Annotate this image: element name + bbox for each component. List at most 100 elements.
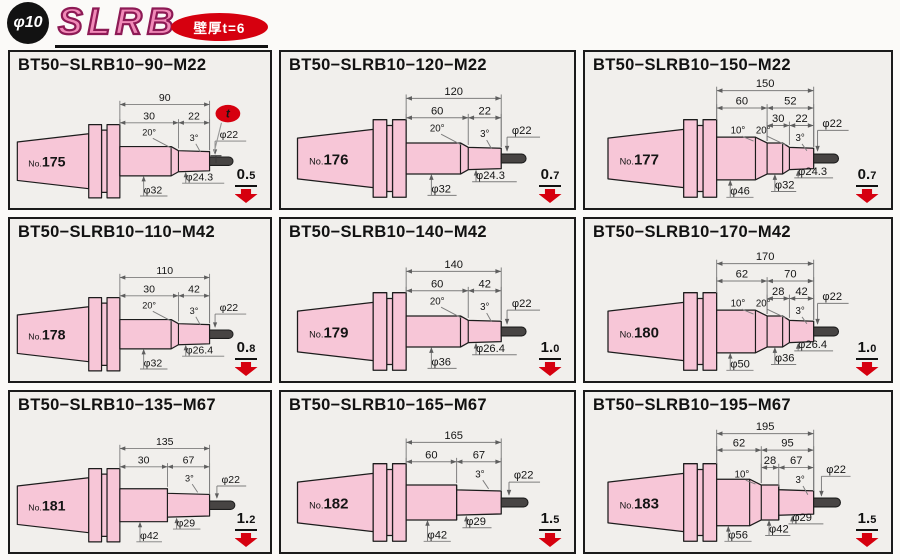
svg-text:φ22: φ22 [822, 118, 842, 130]
svg-text:22: 22 [188, 111, 200, 123]
svg-text:42: 42 [479, 278, 491, 290]
flange-groove [386, 124, 394, 193]
svg-text:28: 28 [772, 286, 784, 298]
svg-text:φ26.4: φ26.4 [798, 339, 827, 351]
svg-text:42: 42 [795, 286, 807, 298]
svg-text:φ26.4: φ26.4 [476, 343, 505, 355]
svg-text:φ24.3: φ24.3 [476, 170, 505, 182]
weight-value: 0.5 [234, 167, 258, 187]
svg-text:φ42: φ42 [428, 529, 448, 541]
svg-text:10°: 10° [731, 125, 746, 136]
svg-text:φ22: φ22 [514, 470, 534, 482]
tool-body [119, 488, 211, 523]
phi10-label: φ10 [13, 14, 43, 31]
thread-stub [813, 326, 840, 337]
panel-title: BT50−SLRB10−165−M67 [289, 396, 487, 414]
panel-title: BT50−SLRB10−140−M42 [289, 223, 487, 241]
svg-text:52: 52 [784, 96, 796, 108]
weight-down-arrow-icon [538, 189, 562, 203]
flange-groove [696, 468, 704, 537]
weight-value: 1.0 [538, 340, 562, 360]
weight-down-arrow-icon [538, 533, 562, 547]
flange-rib [88, 124, 103, 199]
svg-text:φ29: φ29 [466, 516, 486, 528]
weight-down-arrow-icon [855, 189, 879, 203]
svg-text:30: 30 [138, 455, 150, 467]
thread-stub [209, 329, 234, 339]
flange-groove [696, 297, 704, 366]
flange-groove [696, 124, 704, 193]
svg-text:φ32: φ32 [431, 183, 451, 195]
svg-text:20°: 20° [756, 298, 771, 309]
flange-rib [702, 292, 718, 371]
item-number: No.176 [309, 151, 348, 168]
weight-down-arrow-icon [234, 362, 258, 376]
svg-text:φ42: φ42 [769, 524, 789, 536]
svg-text:165: 165 [444, 430, 463, 442]
panel-title: BT50−SLRB10−110−M42 [18, 223, 215, 241]
svg-text:φ46: φ46 [730, 185, 750, 197]
flange-groove [386, 297, 394, 366]
tool-body [405, 484, 502, 521]
svg-text:φ42: φ42 [140, 530, 159, 542]
svg-text:67: 67 [473, 449, 485, 461]
thread-stub [209, 156, 234, 166]
weight-value: 1.5 [538, 511, 562, 531]
tool-body [405, 142, 502, 175]
flange-rib [88, 468, 103, 543]
flange-rib [106, 468, 121, 543]
svg-text:φ32: φ32 [144, 357, 163, 369]
flange-rib [683, 292, 698, 371]
svg-text:22: 22 [795, 113, 807, 125]
svg-text:60: 60 [431, 278, 443, 290]
svg-text:φ22: φ22 [822, 291, 842, 303]
svg-text:10°: 10° [731, 298, 746, 309]
svg-text:30: 30 [143, 284, 155, 296]
svg-text:20°: 20° [756, 125, 771, 136]
svg-text:φ32: φ32 [144, 184, 163, 196]
weight-value: 1.2 [234, 511, 258, 531]
weight-down-arrow-icon [234, 533, 258, 547]
flange-rib [106, 124, 121, 199]
svg-text:φ56: φ56 [728, 529, 748, 541]
svg-text:30: 30 [772, 113, 784, 125]
svg-text:φ22: φ22 [512, 298, 532, 310]
svg-text:φ36: φ36 [775, 353, 795, 365]
svg-text:70: 70 [784, 269, 796, 281]
thread-stub [813, 497, 841, 508]
svg-text:135: 135 [156, 436, 174, 448]
item-number: No.179 [309, 324, 348, 341]
flange-rib [683, 463, 698, 542]
weight-down-arrow-icon [538, 362, 562, 376]
flange-rib [683, 119, 698, 198]
panel-title: BT50−SLRB10−120−M22 [289, 56, 487, 74]
svg-text:30: 30 [143, 111, 155, 123]
svg-text:110: 110 [156, 265, 173, 277]
svg-text:22: 22 [479, 105, 491, 117]
flange-rib [372, 119, 388, 198]
tool-body [119, 145, 211, 177]
svg-text:20°: 20° [430, 296, 445, 307]
tool-body [119, 318, 211, 350]
svg-text:3°: 3° [190, 306, 199, 316]
weight-value: 1.5 [855, 511, 879, 531]
panel-title: BT50−SLRB10−135−M67 [18, 396, 216, 414]
svg-text:195: 195 [756, 421, 775, 433]
svg-text:φ22: φ22 [221, 474, 240, 486]
panel-title: BT50−SLRB10−170−M42 [593, 223, 791, 241]
